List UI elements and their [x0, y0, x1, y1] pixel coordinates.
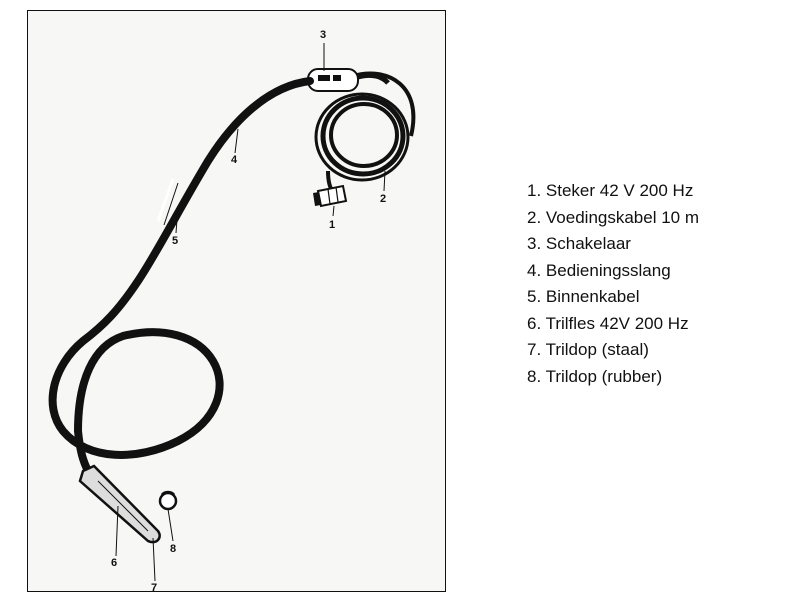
callout-1: 1 — [329, 219, 335, 231]
plug — [313, 184, 348, 208]
callout-5: 5 — [172, 235, 178, 247]
legend-item: 5. Binnenkabel — [527, 287, 640, 306]
illustration-frame: 3 1 2 4 5 6 7 8 — [27, 10, 446, 592]
rubber-cap — [158, 490, 178, 511]
vibrator-illustration: 3 1 2 4 5 6 7 8 — [48, 29, 416, 592]
callout-8: 8 — [170, 543, 176, 555]
legend-item: 3. Schakelaar — [527, 234, 631, 253]
callout-4: 4 — [231, 154, 238, 166]
callout-3: 3 — [320, 29, 326, 41]
leader-lines — [115, 43, 386, 582]
legend-item: 6. Trilfles 42V 200 Hz — [527, 313, 689, 333]
vibrator-bottle — [78, 464, 161, 544]
legend-item: 4. Bedieningsslang — [527, 260, 671, 280]
legend-item: 2. Voedingskabel 10 m — [527, 207, 700, 227]
inner-cable-section — [156, 178, 179, 226]
legend-item: 1. Steker 42 V 200 Hz — [527, 181, 694, 200]
control-hose — [48, 77, 314, 475]
callout-6: 6 — [111, 557, 117, 569]
legend-item: 7. Trildop (staal) — [527, 340, 649, 359]
callout-2: 2 — [380, 193, 386, 205]
callout-7: 7 — [151, 582, 157, 592]
legend-item: 8. Trildop (rubber) — [527, 366, 663, 386]
parts-legend: 1. Steker 42 V 200 Hz 2. Voedingskabel 1… — [527, 178, 699, 390]
